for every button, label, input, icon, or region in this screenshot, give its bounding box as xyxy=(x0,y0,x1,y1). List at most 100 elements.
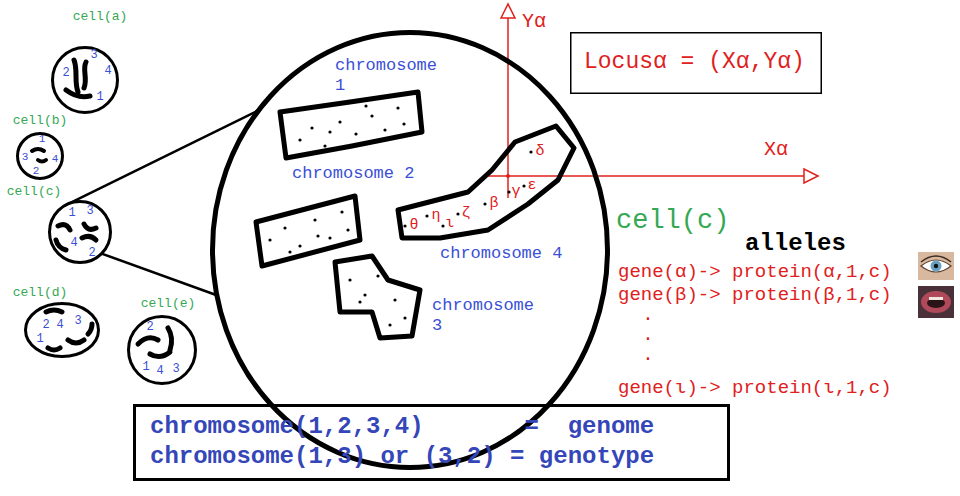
locus-dot xyxy=(403,224,406,227)
locus-dot xyxy=(441,224,444,227)
cell-circle xyxy=(53,48,118,113)
callout-number: 4 xyxy=(56,319,63,333)
locus-dot xyxy=(310,126,313,129)
chromosome-shape: δεβγζηιθ xyxy=(394,122,578,242)
mouth-lips xyxy=(921,291,951,313)
callout-number: 1 xyxy=(68,207,75,221)
locus-dot xyxy=(370,114,373,117)
callout-number: 2 xyxy=(146,321,153,335)
chromosome-shape-outline xyxy=(394,122,578,242)
definition-text: chromosome(1,3) or (3,2) = genotype xyxy=(150,443,654,471)
locus-dot xyxy=(363,293,366,296)
chromosome-shape xyxy=(335,256,420,338)
locus-dot xyxy=(313,218,316,221)
chromosome-label: chromosome 1 xyxy=(335,56,447,95)
locus-dot xyxy=(396,106,399,109)
locus-dot xyxy=(283,226,286,229)
cell-label: cell(a) xyxy=(73,10,128,25)
zoom-line xyxy=(102,254,217,296)
mini-chromosome xyxy=(38,160,46,162)
locus-box: Locusα = (Xα,Yα) xyxy=(570,32,822,94)
chromosome-label: chromosome 3 xyxy=(432,296,544,335)
locus-dot xyxy=(483,202,486,205)
locus-letter: ε xyxy=(527,177,536,194)
callout-number: 1 xyxy=(36,333,43,347)
locus-dot xyxy=(425,214,428,217)
zoom-line xyxy=(65,110,259,205)
zoom-circle xyxy=(213,33,608,468)
locus-dot xyxy=(529,150,532,153)
mini-chromosome xyxy=(88,324,92,334)
chromosome-label: chromosome 2 xyxy=(292,164,414,184)
callout-number: 3 xyxy=(86,205,93,219)
axis-arrowhead xyxy=(804,169,818,183)
locus-letter: ι xyxy=(445,215,454,232)
eye-icon-ground xyxy=(918,252,954,280)
locus-origin xyxy=(506,174,510,178)
y-axis xyxy=(507,18,509,198)
locus-dot xyxy=(298,244,301,247)
alleles-heading: alleles xyxy=(745,230,846,258)
locus-dot xyxy=(402,122,405,125)
locus-letter: δ xyxy=(535,143,544,160)
mini-chromosome xyxy=(32,149,44,151)
locus-formula: Locusα = (Xα,Yα) xyxy=(584,49,805,75)
mini-chromosome xyxy=(168,328,172,350)
mouth-teeth xyxy=(929,297,943,300)
allele-line: gene(β)-> protein(β,1,c) xyxy=(618,285,892,307)
mouth-icon xyxy=(918,286,954,318)
locus-box xyxy=(571,33,822,94)
axis-label: Xα xyxy=(764,138,788,161)
cell-chromosomes xyxy=(32,60,172,357)
callout-number: 4 xyxy=(104,65,111,79)
callout-number: 4 xyxy=(52,153,59,166)
locus-dot xyxy=(323,144,326,147)
callout-number: 1 xyxy=(96,91,103,105)
locus-dot xyxy=(288,250,291,253)
callout-number: 2 xyxy=(33,165,40,178)
locus-letter: γ xyxy=(511,183,520,200)
locus-dot xyxy=(358,300,361,303)
mini-chromosome xyxy=(84,224,96,229)
cell-circle-outline xyxy=(51,46,119,114)
cell-label: cell(e) xyxy=(141,297,196,312)
mini-chromosome xyxy=(74,60,78,92)
locus-dot xyxy=(340,210,343,213)
chromosome-shape xyxy=(256,196,360,266)
locus-letter: ζ xyxy=(461,205,470,222)
callout-number: 3 xyxy=(74,315,81,329)
eye-iris xyxy=(931,261,942,272)
axis-arrowhead xyxy=(501,4,515,18)
mini-chromosome xyxy=(84,62,86,88)
cell-circle: cell(e)2143 xyxy=(127,315,197,385)
zoom-circle: chromosome 1chromosome 2chromosome 4chro… xyxy=(210,30,610,470)
callout-number: 3 xyxy=(22,151,29,164)
callout-number: 4 xyxy=(156,365,163,379)
cell-circle: cell(d)2431 xyxy=(24,302,100,358)
cell-circle xyxy=(129,317,196,384)
cell-circle xyxy=(26,304,99,357)
cell-label: cell(d) xyxy=(13,286,68,301)
cell-circle-outline xyxy=(48,200,112,264)
mini-chromosome xyxy=(58,225,70,230)
locus-dot xyxy=(393,298,396,301)
locus-dot xyxy=(328,236,331,239)
cell-label: cell(b) xyxy=(13,114,68,129)
locus-dot xyxy=(348,278,351,281)
cell-circle xyxy=(50,202,111,263)
cell-heading: cell(c) xyxy=(616,206,729,237)
locus-dot xyxy=(403,316,406,319)
locus-dot xyxy=(388,323,391,326)
locus-dot xyxy=(316,234,319,237)
definition-text: chromosome(1,2,3,4) = genome xyxy=(150,413,654,441)
locus-dot xyxy=(268,238,271,241)
callout-number: 2 xyxy=(88,247,95,261)
locus-dot xyxy=(328,130,331,133)
ellipsis-dot: . xyxy=(642,305,653,327)
cell-circle: cell(b)1342 xyxy=(16,132,64,180)
eye-pupil xyxy=(934,264,938,268)
chromosomes xyxy=(256,92,422,338)
cell-label: cell(c) xyxy=(7,185,62,200)
mini-chromosome xyxy=(66,90,90,97)
